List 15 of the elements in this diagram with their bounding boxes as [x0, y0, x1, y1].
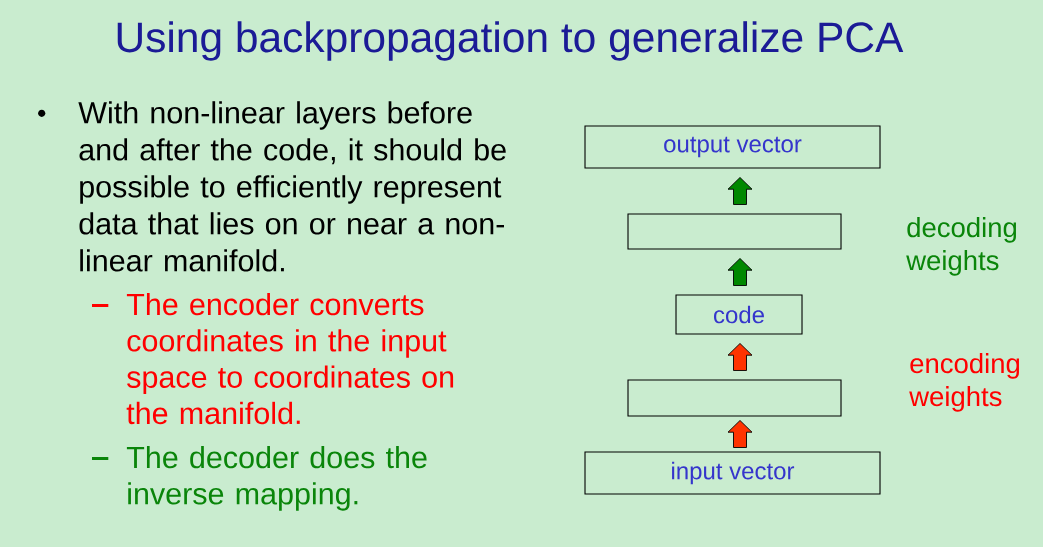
sub-bullet-text: The encoder converts coordinates in the input space to coordinates on the manifold. — [126, 292, 454, 425]
side-label: encoding weights — [909, 353, 1020, 412]
layer-box: code — [675, 294, 803, 335]
layer-box: input vector — [584, 451, 881, 495]
layer-box — [627, 213, 842, 250]
title: Using backpropagation to generalize PCA — [117, 21, 904, 61]
sub-bullet-text: The decoder does the inverse mapping. — [126, 445, 427, 511]
arrow — [727, 420, 753, 448]
layer-box: output vector — [584, 125, 881, 169]
bullet-text: With non-linear layers before and after the code, it should be possible to efficiently represent data that lies on or near a non-linear manifold. — [78, 101, 506, 272]
arrow — [727, 177, 753, 205]
side-label: decoding weights — [906, 217, 1017, 276]
arrow — [727, 258, 753, 286]
layer-box — [627, 379, 842, 417]
arrow — [727, 343, 753, 371]
